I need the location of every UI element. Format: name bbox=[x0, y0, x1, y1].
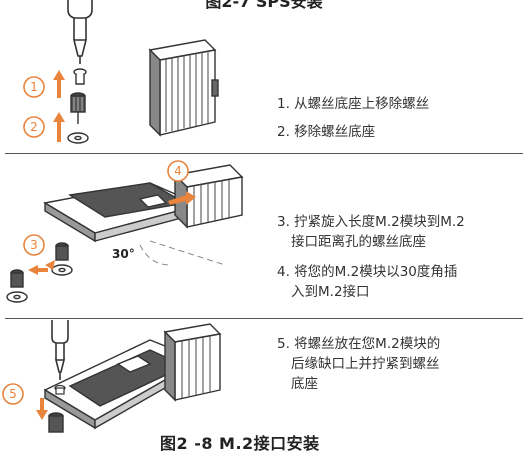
step-5-line-2: 后缘缺口上并拧紧到螺丝 bbox=[291, 356, 440, 372]
step-3-text: 3. 拧紧旋入长度M.2模块到M.2 接口距离孔的螺丝底座 bbox=[277, 212, 465, 252]
m2-connector-icon bbox=[148, 39, 219, 137]
screw-icon bbox=[54, 384, 66, 395]
step-marker-4 bbox=[167, 160, 189, 182]
step-4-text: 4. 将您的M.2模块以30度角插 入到M.2接口 bbox=[277, 262, 457, 302]
washer-icon bbox=[67, 132, 89, 144]
step-2-text: 2. 移除螺丝底座 bbox=[277, 124, 376, 140]
step-marker-label-4: 4 bbox=[174, 164, 182, 178]
step-marker-2 bbox=[23, 116, 45, 138]
up-arrow-icon bbox=[53, 70, 65, 142]
step-4-line-1: 4. 将您的M.2模块以30度角插 bbox=[277, 264, 458, 280]
section2-illustration bbox=[6, 160, 244, 303]
m2-module-icon bbox=[43, 182, 203, 243]
step-marker-5 bbox=[2, 383, 24, 405]
figure-title-top: 图2-7 SPS安装 bbox=[205, 0, 323, 11]
m2-connector-icon bbox=[173, 164, 244, 229]
step-marker-label-2: 2 bbox=[30, 120, 38, 134]
step-3-line-1: 3. 拧紧旋入长度M.2模块到M.2 bbox=[277, 214, 465, 230]
step-marker-label-5: 5 bbox=[9, 387, 17, 401]
screw-icon bbox=[73, 68, 87, 85]
screwdriver-icon bbox=[67, 0, 93, 64]
standoff-icon bbox=[6, 242, 73, 303]
step-3-line-2: 接口距离孔的螺丝底座 bbox=[291, 234, 426, 250]
step-4-line-2: 入到M.2接口 bbox=[291, 284, 370, 300]
down-arrow-icon bbox=[36, 398, 48, 420]
step-marker-1 bbox=[23, 76, 45, 98]
section-divider bbox=[5, 318, 523, 319]
step-5-line-1: 5. 将螺丝放在您M.2模块的 bbox=[277, 336, 441, 352]
figure-caption: 图2 -8 M.2接口安装 bbox=[160, 434, 320, 453]
section3-illustration bbox=[2, 320, 222, 433]
step-marker-label-3: 3 bbox=[30, 238, 38, 252]
step-5-text: 5. 将螺丝放在您M.2模块的 后缘缺口上并拧紧到螺丝 底座 bbox=[277, 334, 440, 394]
screwdriver-icon bbox=[51, 320, 69, 380]
step-marker-label-1: 1 bbox=[30, 80, 38, 94]
angle-label: 30° bbox=[112, 247, 135, 261]
section1-illustration bbox=[23, 0, 219, 144]
section-divider bbox=[5, 153, 523, 154]
step-5-line-3: 底座 bbox=[291, 376, 318, 392]
standoff-icon bbox=[48, 412, 64, 433]
arrow-icon bbox=[28, 260, 55, 275]
standoff-icon bbox=[70, 92, 86, 124]
insert-arrow-icon bbox=[168, 191, 196, 205]
angle-indicator bbox=[139, 240, 226, 266]
step-1-text: 1. 从螺丝底座上移除螺丝 bbox=[277, 96, 430, 112]
m2-connector-icon bbox=[163, 323, 222, 402]
step-marker-3 bbox=[23, 234, 45, 256]
